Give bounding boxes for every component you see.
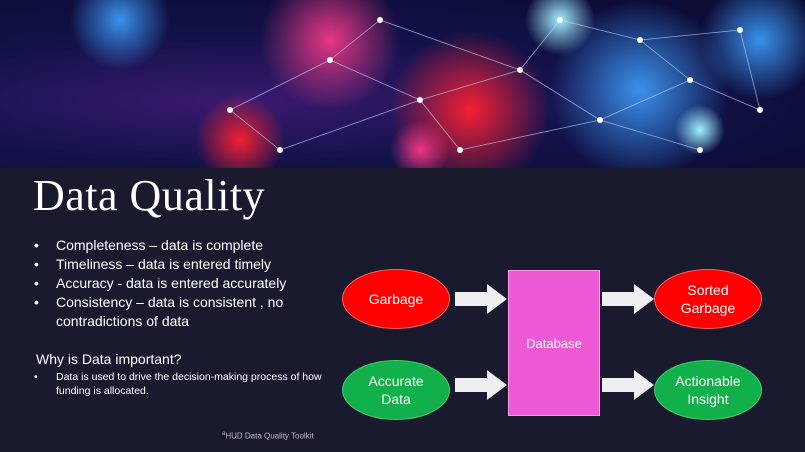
database-node: Database xyxy=(508,270,600,416)
actionable-insight-output-node: Actionable Insight xyxy=(654,360,762,420)
slide-title: Data Quality xyxy=(33,171,266,220)
source-citation: aHUD Data Quality Toolkit xyxy=(222,431,314,441)
accurate-data-input-node: Accurate Data xyxy=(342,360,450,420)
node-label: Sorted Garbage xyxy=(680,282,736,316)
right-arrow-icon xyxy=(602,370,654,400)
right-arrow-icon xyxy=(602,284,654,314)
sorted-garbage-output-node: Sorted Garbage xyxy=(654,269,762,329)
node-label: Actionable Insight xyxy=(675,373,741,407)
node-label: Garbage xyxy=(368,291,424,307)
list-item: Data is used to drive the decision-makin… xyxy=(34,370,324,398)
source-footnote-mark: a xyxy=(222,431,226,437)
right-arrow-icon xyxy=(455,370,507,400)
list-item: Timeliness – data is entered timely xyxy=(34,255,334,274)
quality-dimensions-list: Completeness – data is complete Timeline… xyxy=(34,236,334,331)
network-banner-image xyxy=(0,0,805,168)
list-item: Completeness – data is complete xyxy=(34,236,334,255)
list-item: Consistency – data is consistent , no co… xyxy=(34,293,334,331)
garbage-input-node: Garbage xyxy=(342,269,450,329)
node-label: Accurate Data xyxy=(368,373,424,407)
why-heading: Why is Data important? xyxy=(36,351,182,367)
source-text: HUD Data Quality Toolkit xyxy=(225,431,314,441)
network-graphic xyxy=(70,0,805,168)
why-list: Data is used to drive the decision-makin… xyxy=(34,370,324,398)
list-item: Accuracy - data is entered accurately xyxy=(34,274,334,293)
node-label: Database xyxy=(526,335,582,351)
right-arrow-icon xyxy=(455,284,507,314)
